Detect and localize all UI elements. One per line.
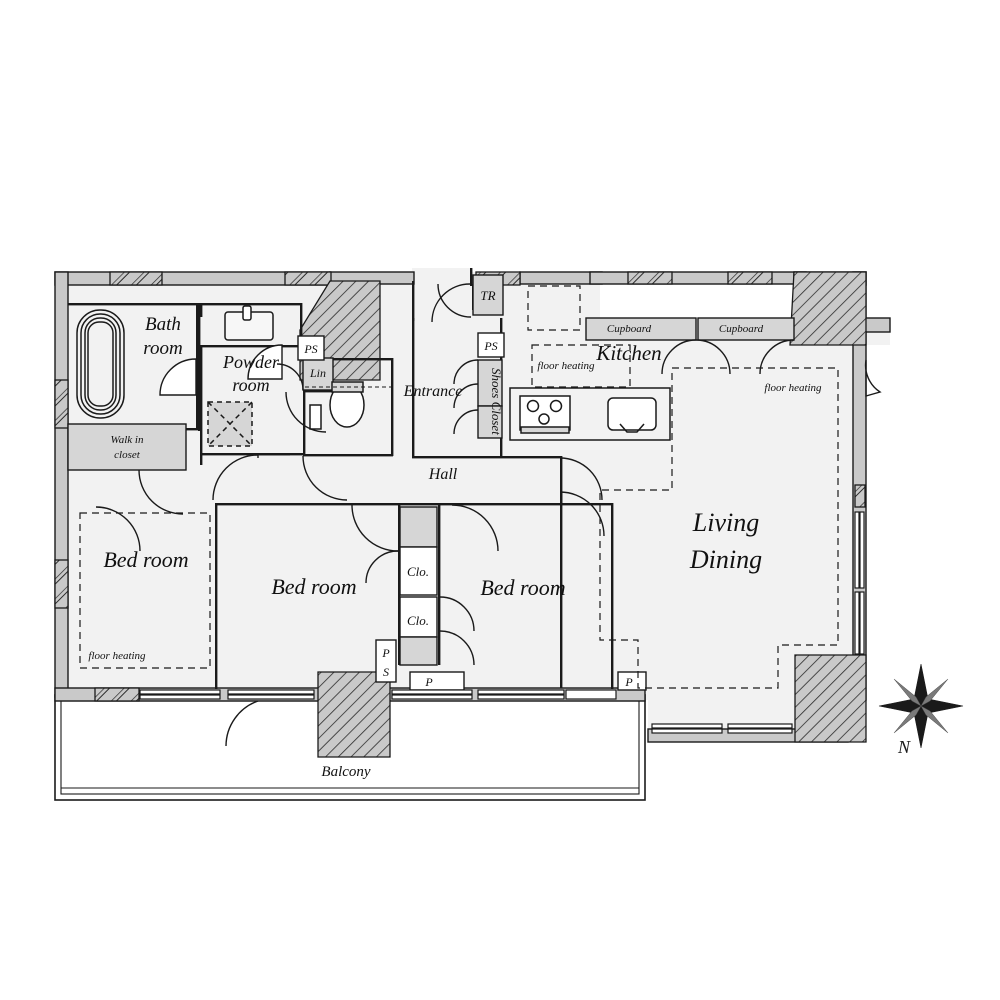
label-ps-bottom-p: P [381, 646, 390, 660]
label-hall: Hall [428, 466, 458, 483]
label-balcony: Balcony [321, 764, 370, 780]
label-bath-room-line1: Bath [145, 314, 181, 335]
label-pipe-right: P [624, 675, 633, 689]
fixtures-and-closets [67, 274, 795, 691]
room-labels: Bath room Powder room Walk in closet Bed… [88, 288, 822, 780]
label-entrance: Entrance [403, 383, 463, 400]
door-swings [95, 283, 882, 747]
label-walk-in-closet-line2: closet [114, 449, 141, 461]
label-lin: Lin [309, 366, 326, 380]
label-bed-room-center: Bed room [271, 574, 356, 599]
fh-zone-kitchen [531, 344, 631, 388]
label-walk-in-closet-line1: Walk in [111, 434, 144, 446]
plumbing-fixtures [76, 305, 671, 447]
label-kitchen: Kitchen [595, 341, 661, 365]
label-dining: Dining [689, 545, 762, 574]
label-ps-left: PS [303, 342, 317, 356]
label-ps-right: PS [483, 339, 497, 353]
label-floor-heating-kitchen: floor heating [537, 360, 595, 372]
label-living: Living [692, 508, 759, 537]
windows [139, 511, 865, 734]
compass-north-label: N [897, 737, 911, 757]
label-floor-heating-living: floor heating [764, 382, 822, 394]
label-ps-bottom-s: S [383, 665, 389, 679]
label-closet-lower: Clo. [407, 613, 429, 628]
label-closet-upper: Clo. [407, 564, 429, 579]
label-pipe-center: P [424, 675, 433, 689]
label-bed-room-right: Bed room [480, 575, 565, 600]
label-floor-heating-bedroom: floor heating [88, 650, 146, 662]
label-bath-room-line2: room [143, 338, 182, 359]
label-cupboard-left: Cupboard [607, 323, 652, 335]
label-bed-room-left: Bed room [103, 547, 188, 572]
label-tr: TR [480, 288, 495, 303]
compass-rose: N [878, 663, 964, 757]
fh-zone-living [599, 367, 839, 689]
fh-zone-entry [527, 285, 581, 331]
label-powder-room-line1: Powder [222, 352, 280, 372]
bathtub-outer [76, 309, 125, 419]
structural-wall-blocks [54, 271, 867, 758]
label-powder-room-line2: room [232, 375, 269, 395]
fh-zone-bedroom [79, 512, 211, 669]
label-cupboard-right: Cupboard [719, 323, 764, 335]
label-shoes-closet: Shoes Closet [489, 368, 504, 435]
floor-heating-zones [79, 285, 839, 689]
